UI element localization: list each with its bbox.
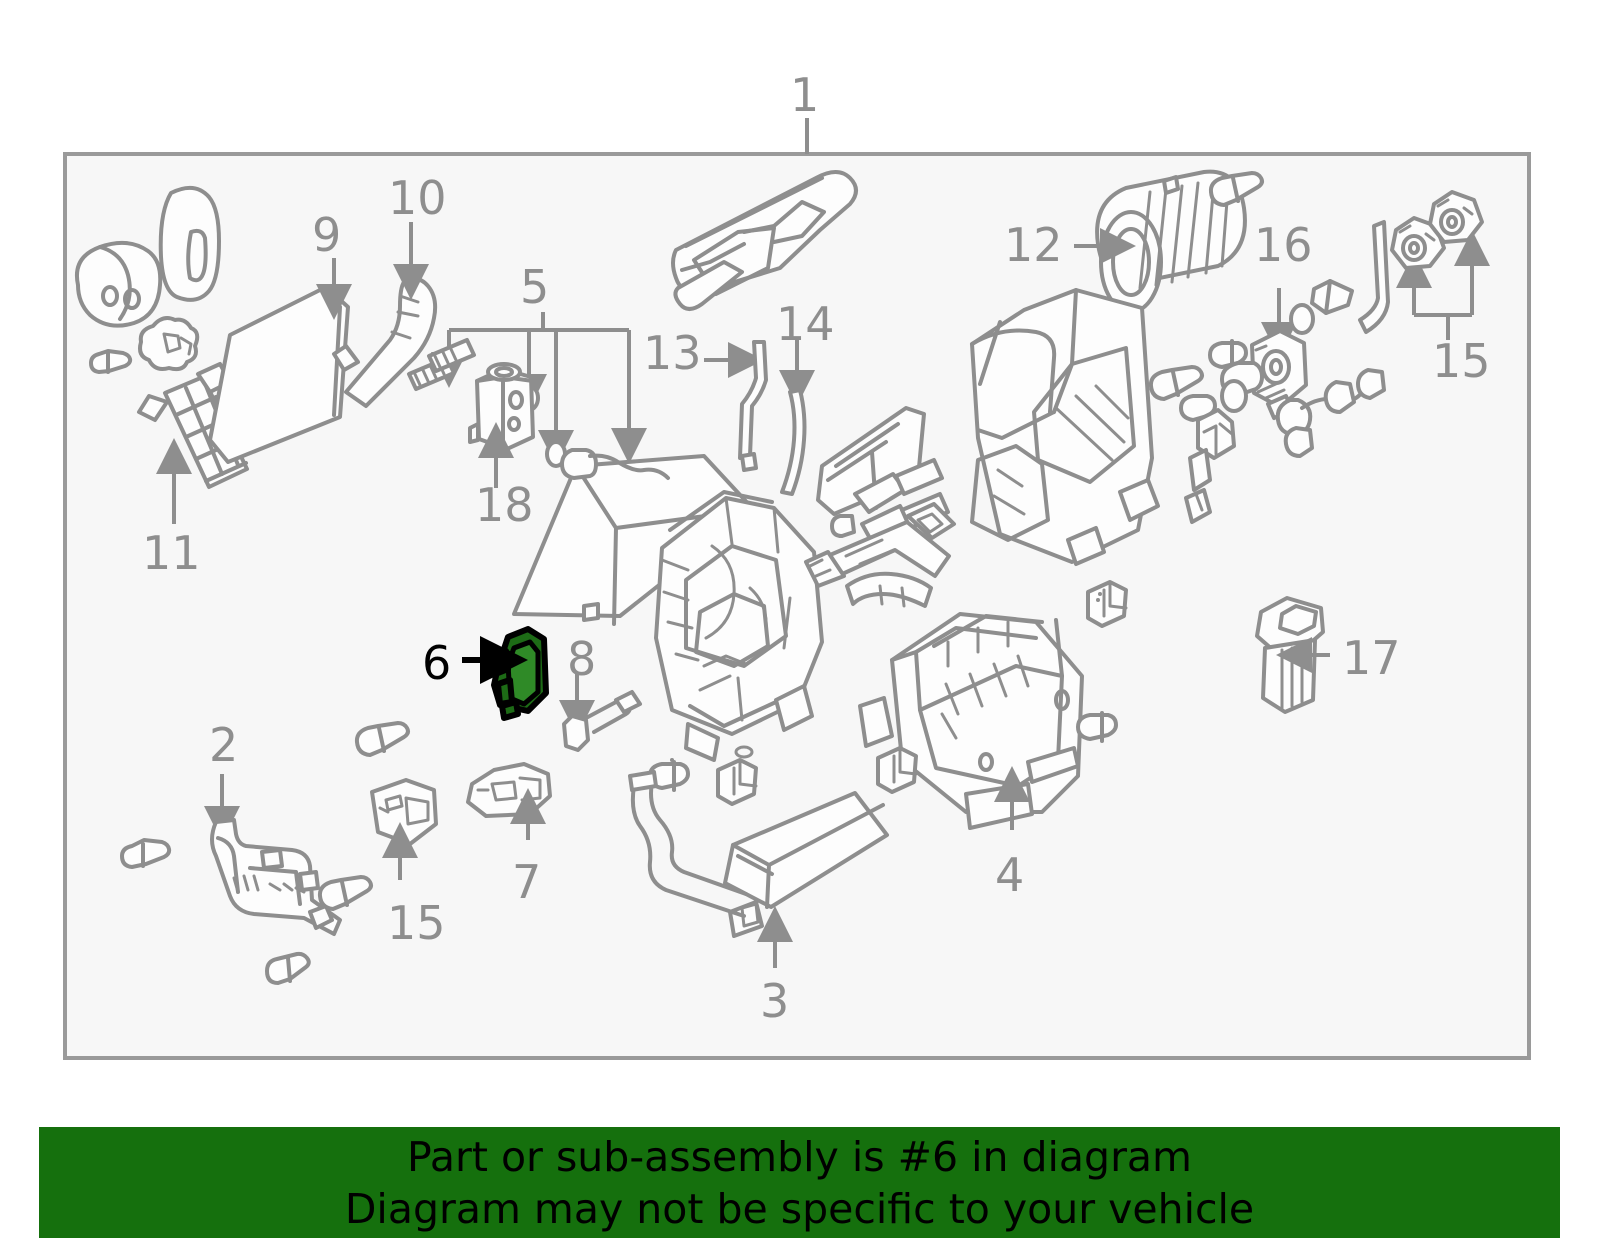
callout-1-assembly-overall: 1 [790,68,820,122]
callout-18-expansion-valve: 18 [475,478,534,532]
callout-5-o-ring-seal-set: 5 [520,260,550,314]
callout-11-cabin-air-filter: 11 [142,526,201,580]
callout-3-heater-core: 3 [760,974,790,1028]
callout-12-blower-fan-wheel: 12 [1004,218,1063,272]
notice-line-1: Part or sub-assembly is #6 in diagram [407,1132,1192,1181]
callout-8-rod-link: 8 [567,632,597,686]
callout-15-clip-pair-right: 15 [1432,334,1491,388]
callout-13-pipe-tube-a: 13 [643,326,702,380]
notice-banner: Part or sub-assembly is #6 in diagram Di… [39,1127,1560,1238]
callout-2-bracket-lower-left: 2 [209,718,239,772]
callout-9-panel-door: 9 [312,208,342,262]
notice-line-2: Diagram may not be specific to your vehi… [344,1184,1255,1233]
callout-14-pipe-tube-b: 14 [776,297,835,351]
callout-15-clip-lower-left: 15 [387,896,446,950]
callout-10-duct-upper: 10 [388,171,447,225]
callout-6-blower-motor-resistor: 6 [422,636,452,690]
callout-17-relay-block: 17 [1342,631,1401,685]
callout-7-actuator-motor: 7 [512,855,542,909]
callout-16-actuator-link: 16 [1254,218,1313,272]
callout-4-heater-case-lower: 4 [995,848,1025,902]
diagram-frame [63,152,1531,1060]
